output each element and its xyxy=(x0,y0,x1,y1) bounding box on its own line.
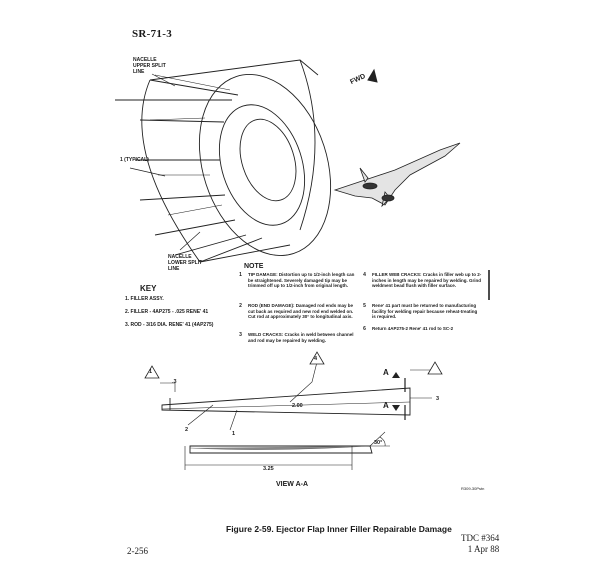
note-title: NOTE xyxy=(244,263,264,270)
note-number: 1 xyxy=(239,272,242,278)
revision-block: TDC #364 1 Apr 88 xyxy=(461,533,499,555)
fwd-arrow-icon xyxy=(367,68,378,83)
reference-code: R309-30Pstn xyxy=(461,486,485,491)
key-title: KEY xyxy=(140,284,157,293)
ejector-nozzle-drawing xyxy=(115,59,332,263)
key-item: 1. FILLER ASSY. xyxy=(125,296,164,302)
dim-mid-label: 2.00 xyxy=(292,403,303,409)
aircraft-silhouette-icon xyxy=(333,142,461,208)
note-number: 2 xyxy=(239,303,242,309)
section-arrow-icons xyxy=(392,372,400,411)
note-text: Rene' 41 part must be returned to manufa… xyxy=(372,303,478,320)
note-number: 6 xyxy=(363,326,366,332)
callout-nacelle-lower: NACELLE LOWER SPLIT LINE xyxy=(168,254,203,272)
leader-4-label: 4 xyxy=(314,356,318,362)
callout-typical: 1 (TYPICAL) xyxy=(120,157,149,163)
note-number: 4 xyxy=(363,272,366,278)
dim-len-label: 3.25 xyxy=(263,466,274,472)
key-list: 1. FILLER ASSY. 2. FILLER - 4AP275 - .02… xyxy=(125,296,213,335)
revision-date: 1 Apr 88 xyxy=(467,544,500,554)
document-id: SR-71-3 xyxy=(132,28,172,40)
angle-label: 30° xyxy=(374,440,383,446)
note-text: WELD CRACKS: Cracks in weld between chan… xyxy=(248,332,354,343)
leader-1-label: 1 xyxy=(149,369,153,375)
key-item: 2. FILLER - 4AP275 - .025 RENE' 41 xyxy=(125,309,209,315)
note-text: TIP DAMAGE: Distortion up to 1/2-inch le… xyxy=(248,272,355,289)
note-text: ROD (END DAMAGE): Damaged rod ends may b… xyxy=(248,303,354,320)
leader-1b-label: 1 xyxy=(232,431,236,437)
note-triangle-icons xyxy=(144,351,443,379)
view-a-a-section xyxy=(184,431,390,470)
section-a-upper-label: A xyxy=(383,368,389,377)
page-number: 2-256 xyxy=(127,546,148,556)
view-a-a-label: VIEW A-A xyxy=(276,481,309,488)
section-a-lower-label: A xyxy=(383,401,389,410)
filler-part-drawing xyxy=(160,357,432,431)
note-text: Return 4AP275-2 Rene' 41 rod to SC-2 xyxy=(372,326,454,331)
figure-caption: Figure 2-59. Ejector Flap Inner Filler R… xyxy=(226,524,452,534)
tdc-number: TDC #364 xyxy=(461,533,500,543)
key-item: 3. ROD - 3/16 DIA. RENE' 41 (4AP275) xyxy=(125,322,214,328)
note-number: 3 xyxy=(239,332,242,338)
callout-leaders xyxy=(129,73,201,251)
note-text: FILLER WEB CRACKS: Cracks in filler web … xyxy=(372,272,482,289)
note-number: 5 xyxy=(363,303,366,309)
leader-2-label: 2 xyxy=(185,427,189,433)
leader-3-label: 3 xyxy=(436,396,440,402)
dim-top-label: .3 xyxy=(172,379,177,385)
callout-nacelle-upper: NACELLE UPPER SPLIT LINE xyxy=(133,57,166,75)
